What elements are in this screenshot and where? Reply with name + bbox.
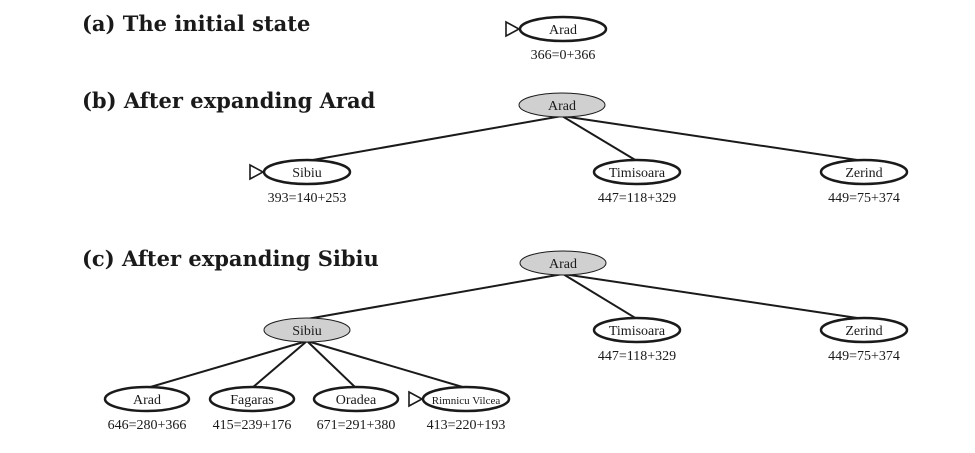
panel-c-node-zerind-3: Zerind 449=75+374 [819,316,909,364]
panel-c-node-oradea-6: Oradea 671=291+380 [312,385,400,433]
f-value-label: 415=239+176 [213,418,292,433]
node-ellipse [592,158,682,186]
node-ellipse [592,316,682,344]
node-label: Sibiu [292,324,322,339]
node-label: Arad [549,23,577,38]
f-value-label: 449=75+374 [828,349,900,364]
tree-edge [306,340,357,389]
panel-c-node-arad-0: Arad [519,250,607,276]
node-label: Arad [548,99,576,114]
node-label: Timisoara [609,324,666,339]
node-ellipse [519,250,607,276]
node-ellipse [208,385,296,413]
f-value-label: 393=140+253 [268,191,347,206]
tree-edge [306,115,563,162]
node-label: Zerind [845,166,882,181]
node-ellipse [819,316,909,344]
tree-edge [561,115,865,162]
node-ellipse [518,92,606,118]
panel-b-node-timisoara-2: Timisoara 447=118+329 [592,158,682,206]
f-value-label: 366=0+366 [531,48,596,63]
node-ellipse [262,158,352,186]
panel-b-title: (b) After expanding Arad [82,88,376,113]
node-label: Sibiu [292,166,322,181]
node-ellipse [103,385,191,413]
tree-edge [561,115,638,162]
fringe-marker-icon [505,20,521,38]
tree-edge [306,340,467,389]
panel-b-node-sibiu-1: Sibiu 393=140+253 [249,158,352,206]
f-value-label: 671=291+380 [317,418,396,433]
node-ellipse [819,158,909,186]
node-ellipse [421,385,511,413]
node-label: Fagaras [230,393,274,408]
panel-c-node-arad-4: Arad 646=280+366 [103,385,191,433]
f-value-label: 413=220+193 [427,418,506,433]
panel-a-title: (a) The initial state [82,11,310,36]
node-label: Timisoara [609,166,666,181]
panel-a-node-arad-0: Arad 366=0+366 [505,15,608,63]
tree-edge [306,273,564,320]
f-value-label: 449=75+374 [828,191,900,206]
f-value-label: 646=280+366 [108,418,187,433]
fringe-marker-icon [249,163,265,181]
panel-c-node-fagaras-5: Fagaras 415=239+176 [208,385,296,433]
nodes-layer: Arad366=0+366AradSibiu393=140+253Timisoa… [103,15,909,433]
node-ellipse [312,385,400,413]
edges-layer [146,115,865,389]
tree-edge [562,273,865,320]
node-label: Arad [133,393,161,408]
fringe-marker-icon [408,390,424,408]
panel-c-node-timisoara-2: Timisoara 447=118+329 [592,316,682,364]
node-ellipse [263,317,351,343]
panel-c-node-sibiu-1: Sibiu [263,317,351,343]
node-label: Arad [549,257,577,272]
node-label: Zerind [845,324,882,339]
panel-c-title: (c) After expanding Sibiu [82,246,379,271]
f-value-label: 447=118+329 [598,191,676,206]
panel-b-node-arad-0: Arad [518,92,606,118]
tree-edge [251,340,308,389]
node-ellipse [518,15,608,43]
node-label: Oradea [336,393,377,408]
node-label: Rimnicu Vilcea [432,395,501,407]
panel-c-node-rimnicu-vilcea-7: Rimnicu Vilcea 413=220+193 [408,385,511,433]
tree-edge [562,273,638,320]
tree-edge [146,340,308,389]
f-value-label: 447=118+329 [598,349,676,364]
panel-b-node-zerind-3: Zerind 449=75+374 [819,158,909,206]
